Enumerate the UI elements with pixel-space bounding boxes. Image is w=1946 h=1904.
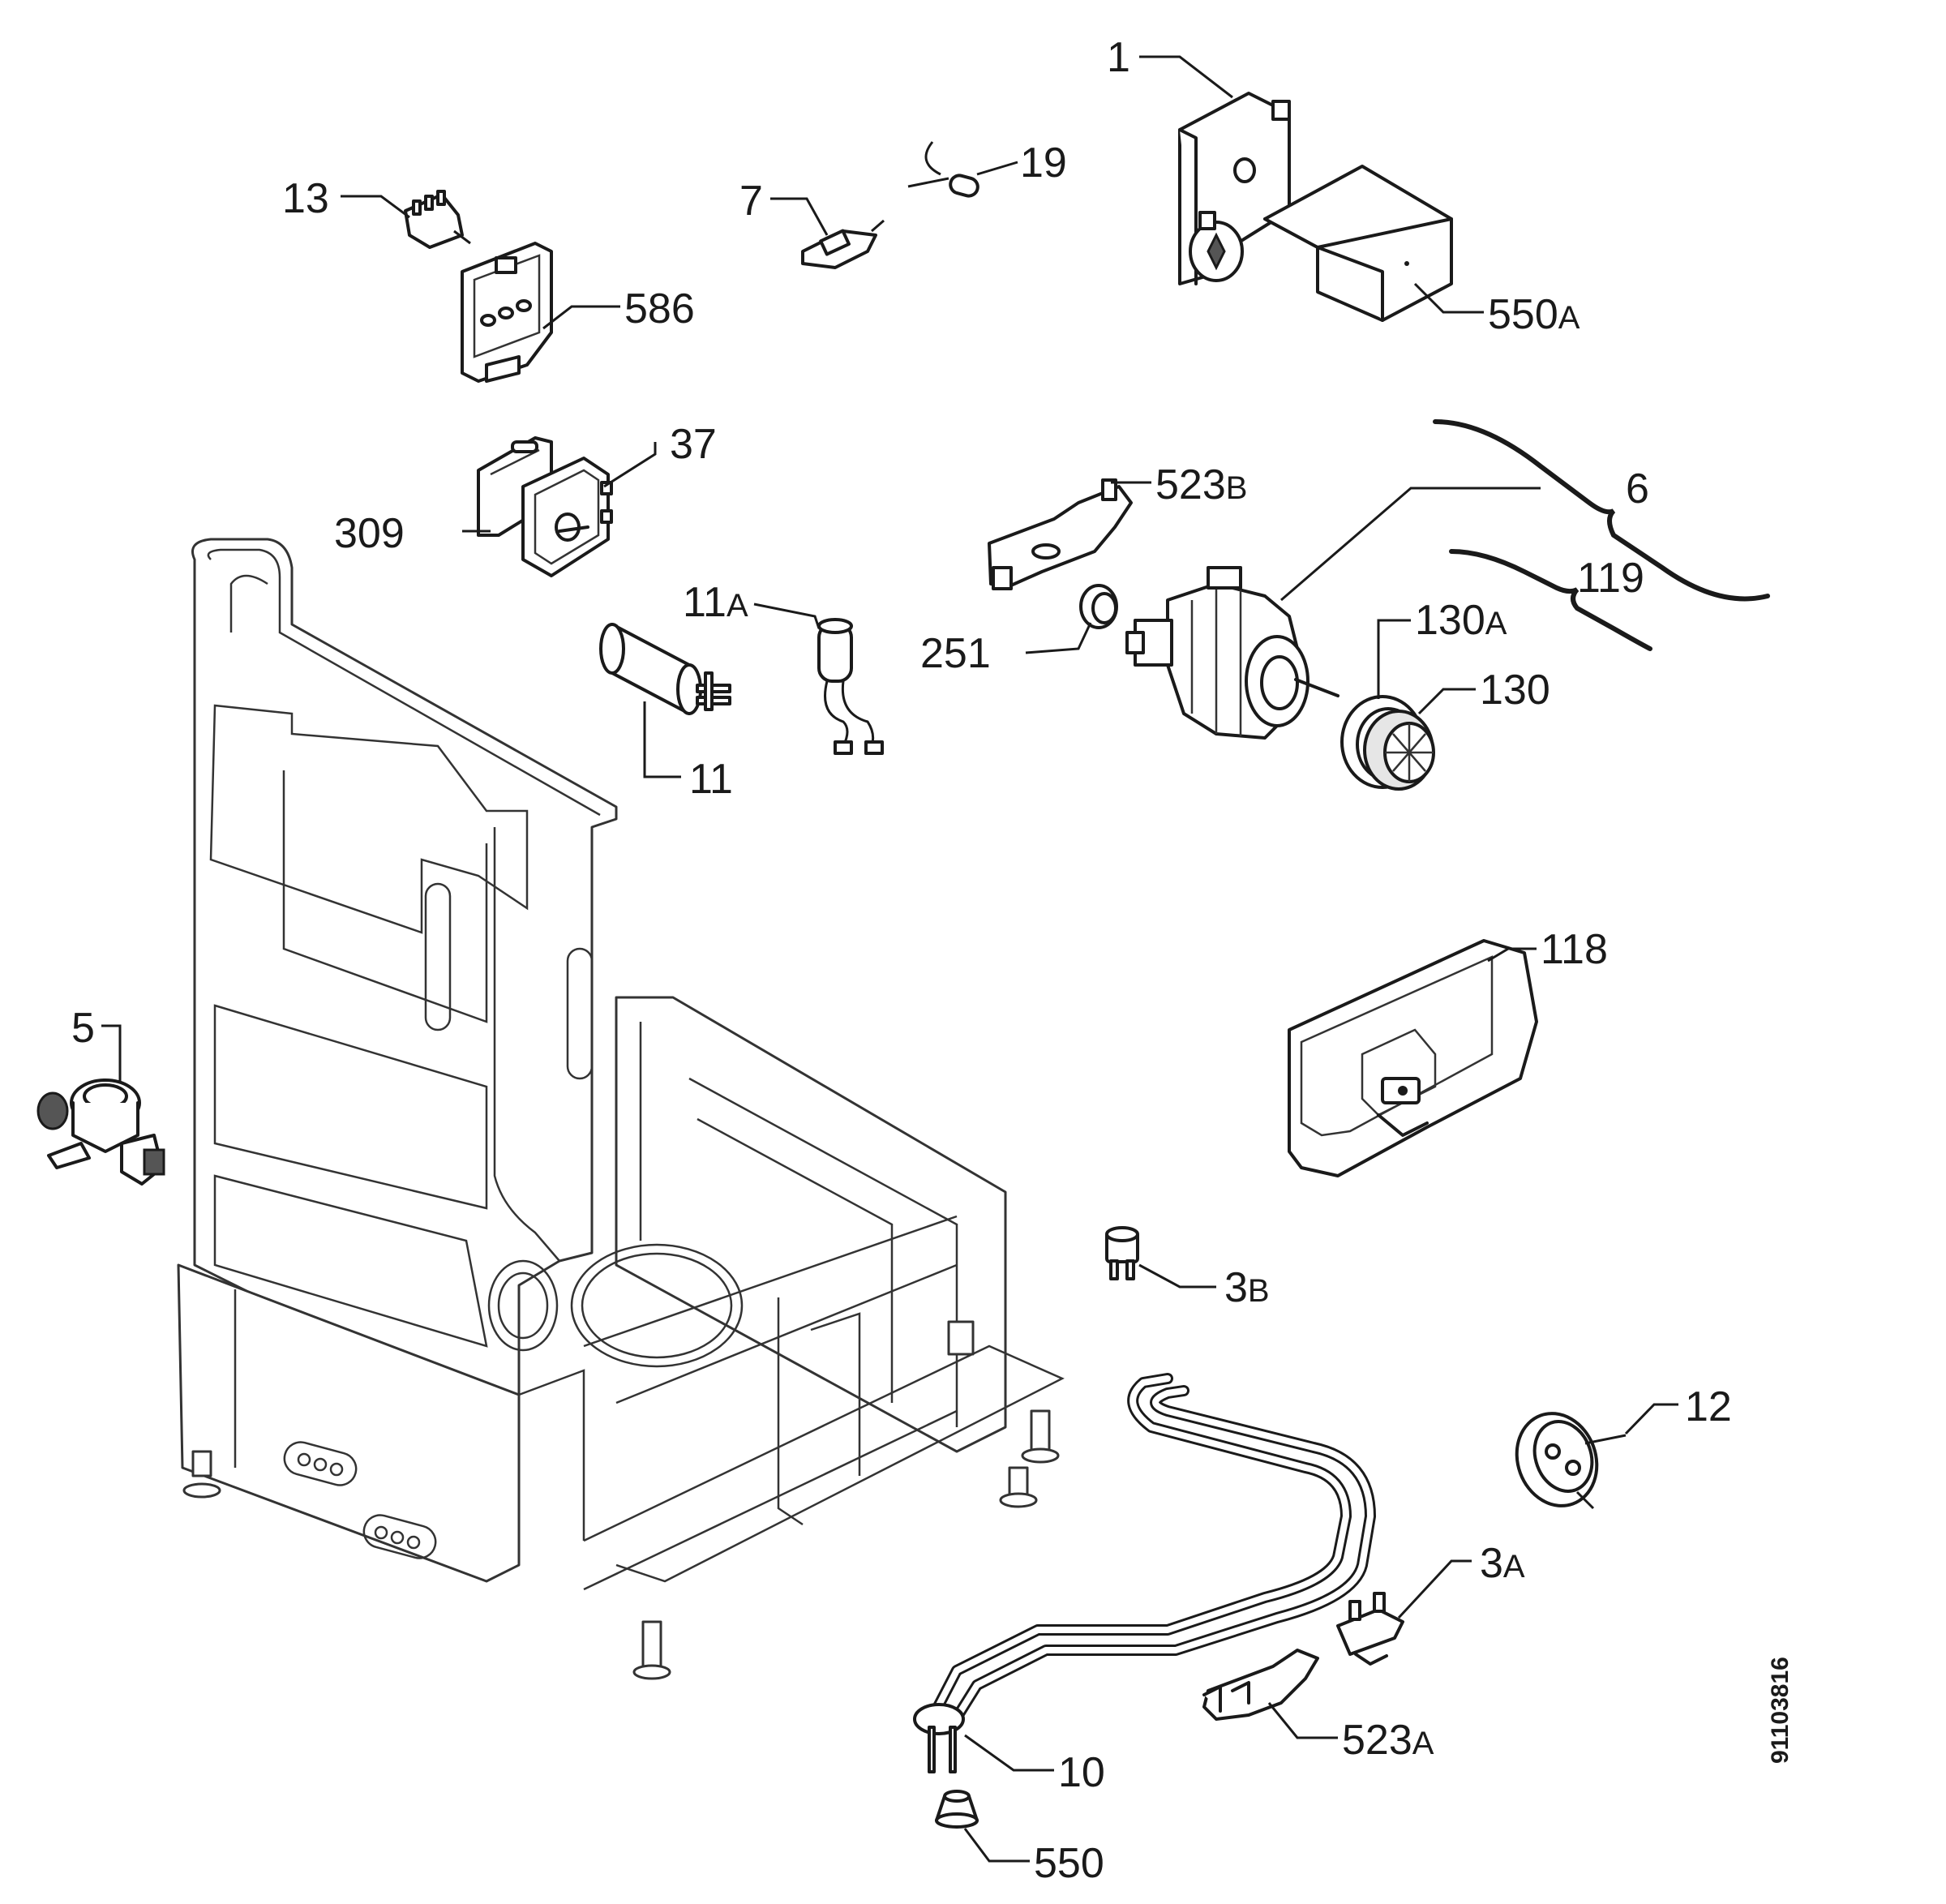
foot bbox=[1021, 1409, 1060, 1464]
part-523b-bracket bbox=[988, 478, 1133, 590]
part-11-capacitor bbox=[599, 623, 731, 715]
callout-label-19: 19 bbox=[1020, 139, 1067, 187]
part-550-plug bbox=[935, 1790, 979, 1829]
callout-label-11: 11 bbox=[689, 756, 733, 803]
foot bbox=[999, 1466, 1038, 1508]
leader-lines bbox=[101, 55, 1678, 1863]
callout-label-37: 37 bbox=[670, 421, 717, 468]
callout-label-6: 6 bbox=[1626, 465, 1649, 512]
part-12-pressure-switch bbox=[1515, 1412, 1627, 1510]
callout-label-523b: 523B bbox=[1155, 461, 1247, 508]
callout-label-12: 12 bbox=[1685, 1383, 1732, 1430]
callout-label-5: 5 bbox=[71, 1005, 95, 1052]
dishwasher-frame bbox=[177, 538, 1065, 1680]
part-37-mount bbox=[521, 457, 613, 577]
part-118-housing bbox=[1288, 939, 1538, 1177]
callout-label-130a: 130A bbox=[1415, 597, 1507, 644]
part-6-motor bbox=[1125, 566, 1339, 740]
brace-119 bbox=[1449, 549, 1652, 651]
callout-label-586: 586 bbox=[624, 285, 695, 332]
part-550a-cover bbox=[1263, 165, 1453, 322]
callout-label-13: 13 bbox=[282, 175, 329, 222]
part-10-heating-element bbox=[913, 1373, 1376, 1773]
callout-labels: 1 13 7 19 586 550A 37 309 523B 6 119 11A… bbox=[71, 34, 1732, 1887]
part-13-switch bbox=[404, 190, 471, 249]
part-586-bracket bbox=[461, 242, 553, 383]
foot bbox=[632, 1620, 671, 1680]
part-3a-thermostat bbox=[1336, 1592, 1404, 1666]
callout-label-3a: 3A bbox=[1480, 1540, 1525, 1587]
callout-label-523a: 523A bbox=[1342, 1717, 1434, 1764]
part-5-inlet-valve bbox=[36, 1079, 165, 1186]
part-19-suppressor bbox=[907, 141, 979, 198]
callout-label-3b: 3B bbox=[1224, 1264, 1270, 1311]
callout-label-130: 130 bbox=[1480, 667, 1550, 714]
callout-label-550: 550 bbox=[1034, 1840, 1104, 1887]
part-251-seal bbox=[1079, 584, 1118, 629]
callout-label-119: 119 bbox=[1577, 555, 1644, 602]
callout-label-7: 7 bbox=[739, 178, 763, 225]
part-7-clip bbox=[801, 219, 885, 269]
callout-label-118: 118 bbox=[1541, 926, 1608, 973]
callout-label-11a: 11A bbox=[683, 579, 748, 626]
foot bbox=[182, 1450, 221, 1499]
callout-label-309: 309 bbox=[334, 510, 405, 557]
callout-label-251: 251 bbox=[920, 630, 991, 677]
brace-6 bbox=[1433, 419, 1770, 602]
part-11a-capacitor bbox=[817, 618, 884, 755]
callout-label-550a: 550A bbox=[1488, 291, 1580, 338]
callout-label-10: 10 bbox=[1058, 1749, 1105, 1796]
part-3b-thermostat bbox=[1105, 1226, 1139, 1280]
document-number: 91103816 bbox=[1767, 1657, 1794, 1764]
callout-label-1: 1 bbox=[1107, 34, 1130, 81]
part-1-timer bbox=[1178, 92, 1291, 285]
part-523a-bracket bbox=[1202, 1649, 1319, 1721]
part-130-impeller bbox=[1340, 695, 1435, 791]
